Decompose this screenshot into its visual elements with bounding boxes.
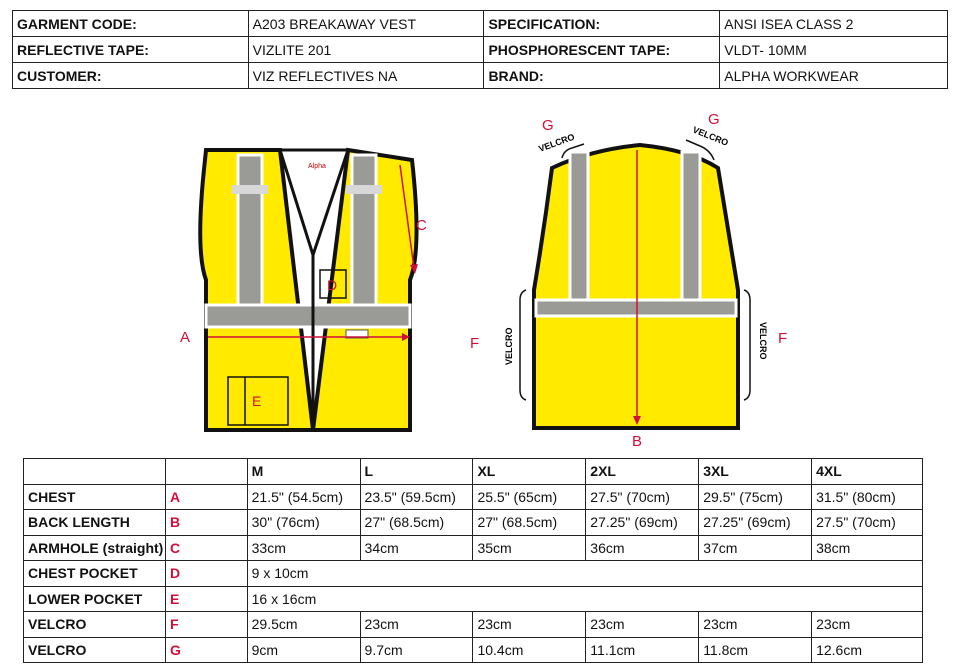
size-chart-table: M L XL 2XL 3XL 4XL CHEST A 21.5" (54.5cm… bbox=[23, 458, 924, 663]
size-header: M bbox=[246, 458, 361, 485]
measure-value: 25.5" (65cm) bbox=[472, 483, 587, 510]
table-row: BACK LENGTH B 30" (76cm) 27" (68.5cm) 27… bbox=[23, 509, 923, 536]
measure-value: 34cm bbox=[359, 534, 474, 561]
measure-value: 11.1cm bbox=[585, 636, 700, 663]
spec-row: REFLECTIVE TAPE: VIZLITE 201 PHOSPHORESC… bbox=[12, 36, 948, 63]
label-f-left: F bbox=[470, 335, 479, 352]
label-f-right: F bbox=[778, 330, 787, 347]
measure-value: 9 x 10cm bbox=[246, 560, 924, 587]
measure-letter: D bbox=[164, 560, 248, 587]
label-d: D bbox=[327, 277, 337, 293]
spec-value: VIZLITE 201 bbox=[247, 36, 485, 63]
measure-letter: E bbox=[164, 585, 248, 612]
spec-label: BRAND: bbox=[483, 62, 721, 89]
label-g-left: G bbox=[542, 117, 554, 134]
vest-diagram: Alpha A C D E B VELCRO VELCRO F F VELCRO… bbox=[180, 111, 787, 450]
measure-name: LOWER POCKET bbox=[23, 585, 166, 612]
measure-value: 33cm bbox=[246, 534, 361, 561]
measure-value: 27.5" (70cm) bbox=[811, 509, 923, 536]
measure-value: 21.5" (54.5cm) bbox=[246, 483, 361, 510]
size-header: 4XL bbox=[811, 458, 923, 485]
measure-value: 23cm bbox=[472, 611, 587, 638]
label-g-right: G bbox=[708, 111, 720, 128]
measure-value: 38cm bbox=[811, 534, 923, 561]
measure-value: 27" (68.5cm) bbox=[472, 509, 587, 536]
measure-name: CHEST bbox=[23, 483, 166, 510]
measure-value: 23.5" (59.5cm) bbox=[359, 483, 474, 510]
measure-value: 27" (68.5cm) bbox=[359, 509, 474, 536]
header-cell-empty bbox=[23, 458, 166, 485]
measure-name: ARMHOLE (straight) bbox=[23, 534, 166, 561]
table-row: VELCRO G 9cm 9.7cm 10.4cm 11.1cm 11.8cm … bbox=[23, 636, 923, 663]
spec-table: GARMENT CODE: A203 BREAKAWAY VEST SPECIF… bbox=[12, 10, 948, 89]
spec-label: CUSTOMER: bbox=[12, 62, 249, 89]
spec-value: VLDT- 10MM bbox=[719, 36, 948, 63]
size-header: 2XL bbox=[585, 458, 700, 485]
measure-value: 29.5" (75cm) bbox=[698, 483, 813, 510]
table-row: LOWER POCKET E 16 x 16cm bbox=[23, 585, 924, 612]
spec-label: PHOSPHORESCENT TAPE: bbox=[483, 36, 721, 63]
measure-value: 16 x 16cm bbox=[246, 585, 924, 612]
spec-row: GARMENT CODE: A203 BREAKAWAY VEST SPECIF… bbox=[12, 10, 948, 37]
measure-value: 30" (76cm) bbox=[246, 509, 361, 536]
velcro-label-left: VELCRO bbox=[504, 327, 514, 365]
spec-row: CUSTOMER: VIZ REFLECTIVES NA BRAND: ALPH… bbox=[12, 62, 948, 89]
label-c: C bbox=[416, 217, 427, 234]
measure-name: CHEST POCKET bbox=[23, 560, 166, 587]
measure-value: 12.6cm bbox=[811, 636, 923, 663]
table-row: ARMHOLE (straight) C 33cm 34cm 35cm 36cm… bbox=[23, 534, 923, 561]
velcro-label-right: VELCRO bbox=[758, 322, 768, 360]
measure-value: 37cm bbox=[698, 534, 813, 561]
front-vest: Alpha A C D E bbox=[180, 147, 427, 432]
label-b: B bbox=[632, 433, 642, 450]
measure-value: 11.8cm bbox=[698, 636, 813, 663]
measure-value: 9cm bbox=[246, 636, 361, 663]
measure-value: 10.4cm bbox=[472, 636, 587, 663]
measure-name: VELCRO bbox=[23, 611, 166, 638]
size-header: 3XL bbox=[698, 458, 813, 485]
measure-name: BACK LENGTH bbox=[23, 509, 166, 536]
measure-value: 27.5" (70cm) bbox=[585, 483, 700, 510]
measure-value: 23cm bbox=[698, 611, 813, 638]
table-row: CHEST A 21.5" (54.5cm) 23.5" (59.5cm) 25… bbox=[23, 483, 923, 510]
size-header: XL bbox=[472, 458, 587, 485]
measure-value: 29.5cm bbox=[246, 611, 361, 638]
spec-value: ANSI ISEA CLASS 2 bbox=[719, 10, 948, 37]
back-vest: B VELCRO VELCRO F F VELCRO VELCRO G G bbox=[470, 111, 787, 450]
label-e: E bbox=[252, 393, 261, 409]
measure-value: 23cm bbox=[585, 611, 700, 638]
brand-logo-text: Alpha bbox=[308, 163, 326, 170]
measure-value: 9.7cm bbox=[359, 636, 474, 663]
spec-label: REFLECTIVE TAPE: bbox=[12, 36, 249, 63]
table-header-row: M L XL 2XL 3XL 4XL bbox=[23, 458, 923, 485]
spec-label: GARMENT CODE: bbox=[12, 10, 249, 37]
measure-letter: F bbox=[164, 611, 248, 638]
measure-value: 23cm bbox=[811, 611, 923, 638]
measure-letter: A bbox=[164, 483, 248, 510]
size-header: L bbox=[359, 458, 474, 485]
table-row: VELCRO F 29.5cm 23cm 23cm 23cm 23cm 23cm bbox=[23, 611, 923, 638]
measure-value: 36cm bbox=[585, 534, 700, 561]
spec-value: ALPHA WORKWEAR bbox=[719, 62, 948, 89]
measure-value: 27.25" (69cm) bbox=[698, 509, 813, 536]
label-a: A bbox=[180, 329, 190, 346]
measure-value: 35cm bbox=[472, 534, 587, 561]
measure-value: 31.5" (80cm) bbox=[811, 483, 923, 510]
spec-value: A203 BREAKAWAY VEST bbox=[247, 10, 485, 37]
table-row: CHEST POCKET D 9 x 10cm bbox=[23, 560, 924, 587]
measure-value: 23cm bbox=[359, 611, 474, 638]
spec-value: VIZ REFLECTIVES NA bbox=[247, 62, 485, 89]
measure-letter: C bbox=[164, 534, 248, 561]
measure-letter: G bbox=[164, 636, 248, 663]
measure-name: VELCRO bbox=[23, 636, 166, 663]
measure-letter: B bbox=[164, 509, 248, 536]
header-cell-empty bbox=[164, 458, 248, 485]
measure-value: 27.25" (69cm) bbox=[585, 509, 700, 536]
